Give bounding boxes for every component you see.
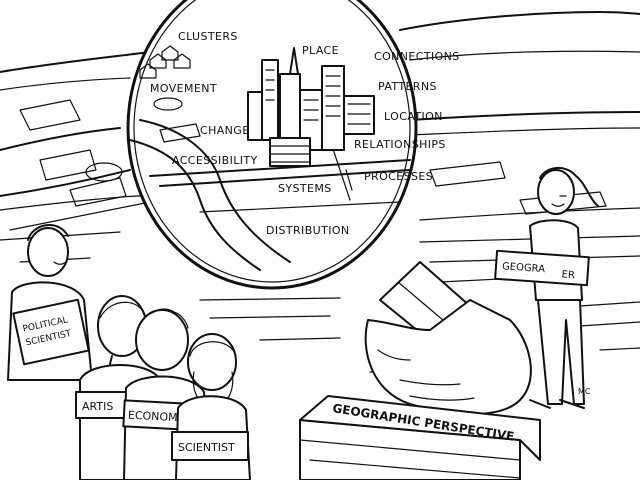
concept-change: CHANGE: [200, 124, 250, 137]
holding-hand: [364, 299, 532, 415]
concept-patterns: PATTERNS: [378, 80, 437, 93]
lens-view: CLUSTERS PLACE MOVEMENT CHANGE ACCESSIBI…: [129, 30, 411, 271]
concept-relationships: RELATIONSHIPS: [354, 138, 446, 151]
badge-artist: ARTIS: [82, 400, 113, 413]
badge-economist: ECONOMY: [128, 409, 185, 425]
city-skyline: [247, 47, 375, 167]
concept-movement: MOVEMENT: [150, 82, 217, 95]
artist-signature: MC: [578, 387, 591, 396]
concept-connections: CONNECTIONS: [374, 50, 460, 63]
badge-scientist: SCIENTIST: [178, 441, 235, 454]
concept-processes: PROCESSES: [364, 170, 433, 183]
concept-systems: SYSTEMS: [278, 182, 332, 195]
badge-geographer-right: ER: [561, 269, 575, 281]
concept-place: PLACE: [302, 44, 339, 57]
steps: GEOGRAPHIC PERSPECTIVE: [299, 395, 541, 480]
badge-geographer-left: GEOGRA: [502, 261, 546, 275]
concept-location: LOCATION: [384, 110, 443, 123]
political-scientist-figure: POLITICAL SCIENTIST: [7, 224, 93, 381]
concept-clusters: CLUSTERS: [178, 30, 238, 43]
concept-distribution: DISTRIBUTION: [266, 224, 350, 237]
magnifying-glass: CLUSTERS PLACE MOVEMENT CHANGE ACCESSIBI…: [126, 0, 418, 290]
scientist-figure: SCIENTIST: [171, 333, 251, 480]
geographer-figure: GEOGRA ER: [494, 167, 599, 409]
concept-accessibility: ACCESSIBILITY: [172, 154, 258, 167]
